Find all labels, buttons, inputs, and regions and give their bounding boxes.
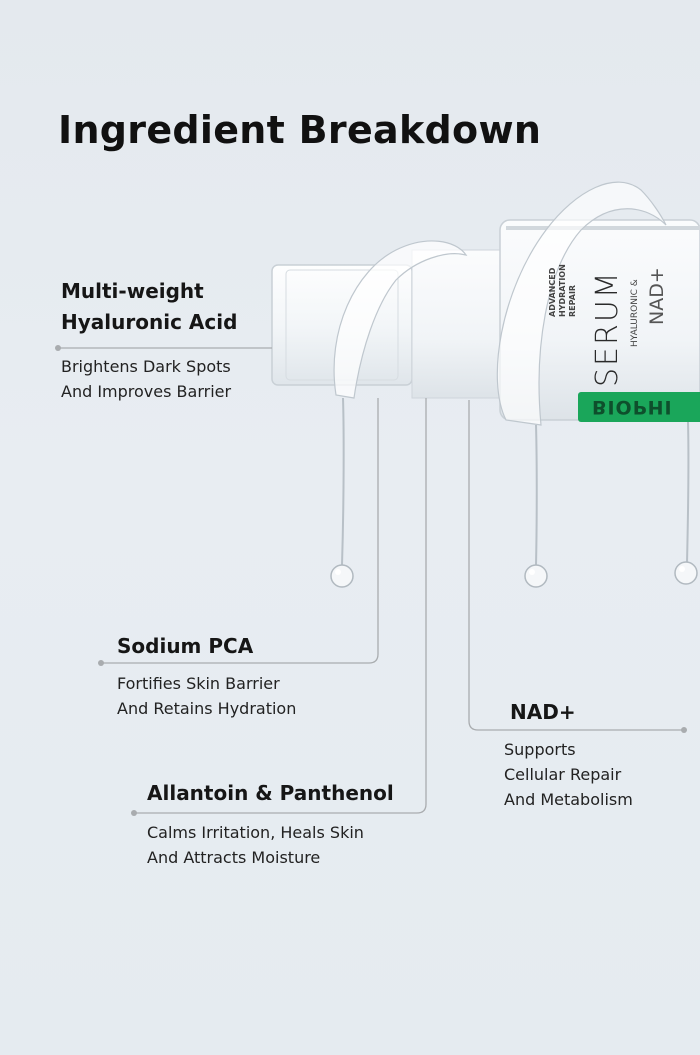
page-title: Ingredient Breakdown [58, 108, 542, 152]
brand-label-band [578, 392, 700, 422]
ingredient-name-hyaluronic: Multi-weight Hyaluronic Acid [61, 279, 238, 334]
serum-bottle-illustration [271, 181, 700, 588]
ingredient-desc-hyaluronic: Brightens Dark Spots And Improves Barrie… [61, 357, 232, 401]
ingredient-desc-sodium-pca: Fortifies Skin Barrier And Retains Hydra… [117, 674, 297, 718]
connector-dot-nad [681, 727, 687, 733]
connector-nad [468, 400, 684, 731]
ingredient-name-allantoin: Allantoin & Panthenol [147, 781, 394, 805]
ingredient-name-nad: NAD+ [510, 700, 576, 724]
connector-allantoin [134, 398, 427, 814]
ingredient-desc-nad: Supports Cellular Repair And Metabolism [504, 740, 633, 809]
connector-dot-hyaluronic [55, 345, 61, 351]
connector-sodium-pca [101, 398, 379, 664]
connector-dot-allantoin [131, 810, 137, 816]
connector-dot-sodium-pca [98, 660, 104, 666]
ingredient-name-sodium-pca: Sodium PCA [117, 634, 254, 658]
ingredient-desc-allantoin: Calms Irritation, Heals Skin And Attract… [147, 823, 364, 867]
